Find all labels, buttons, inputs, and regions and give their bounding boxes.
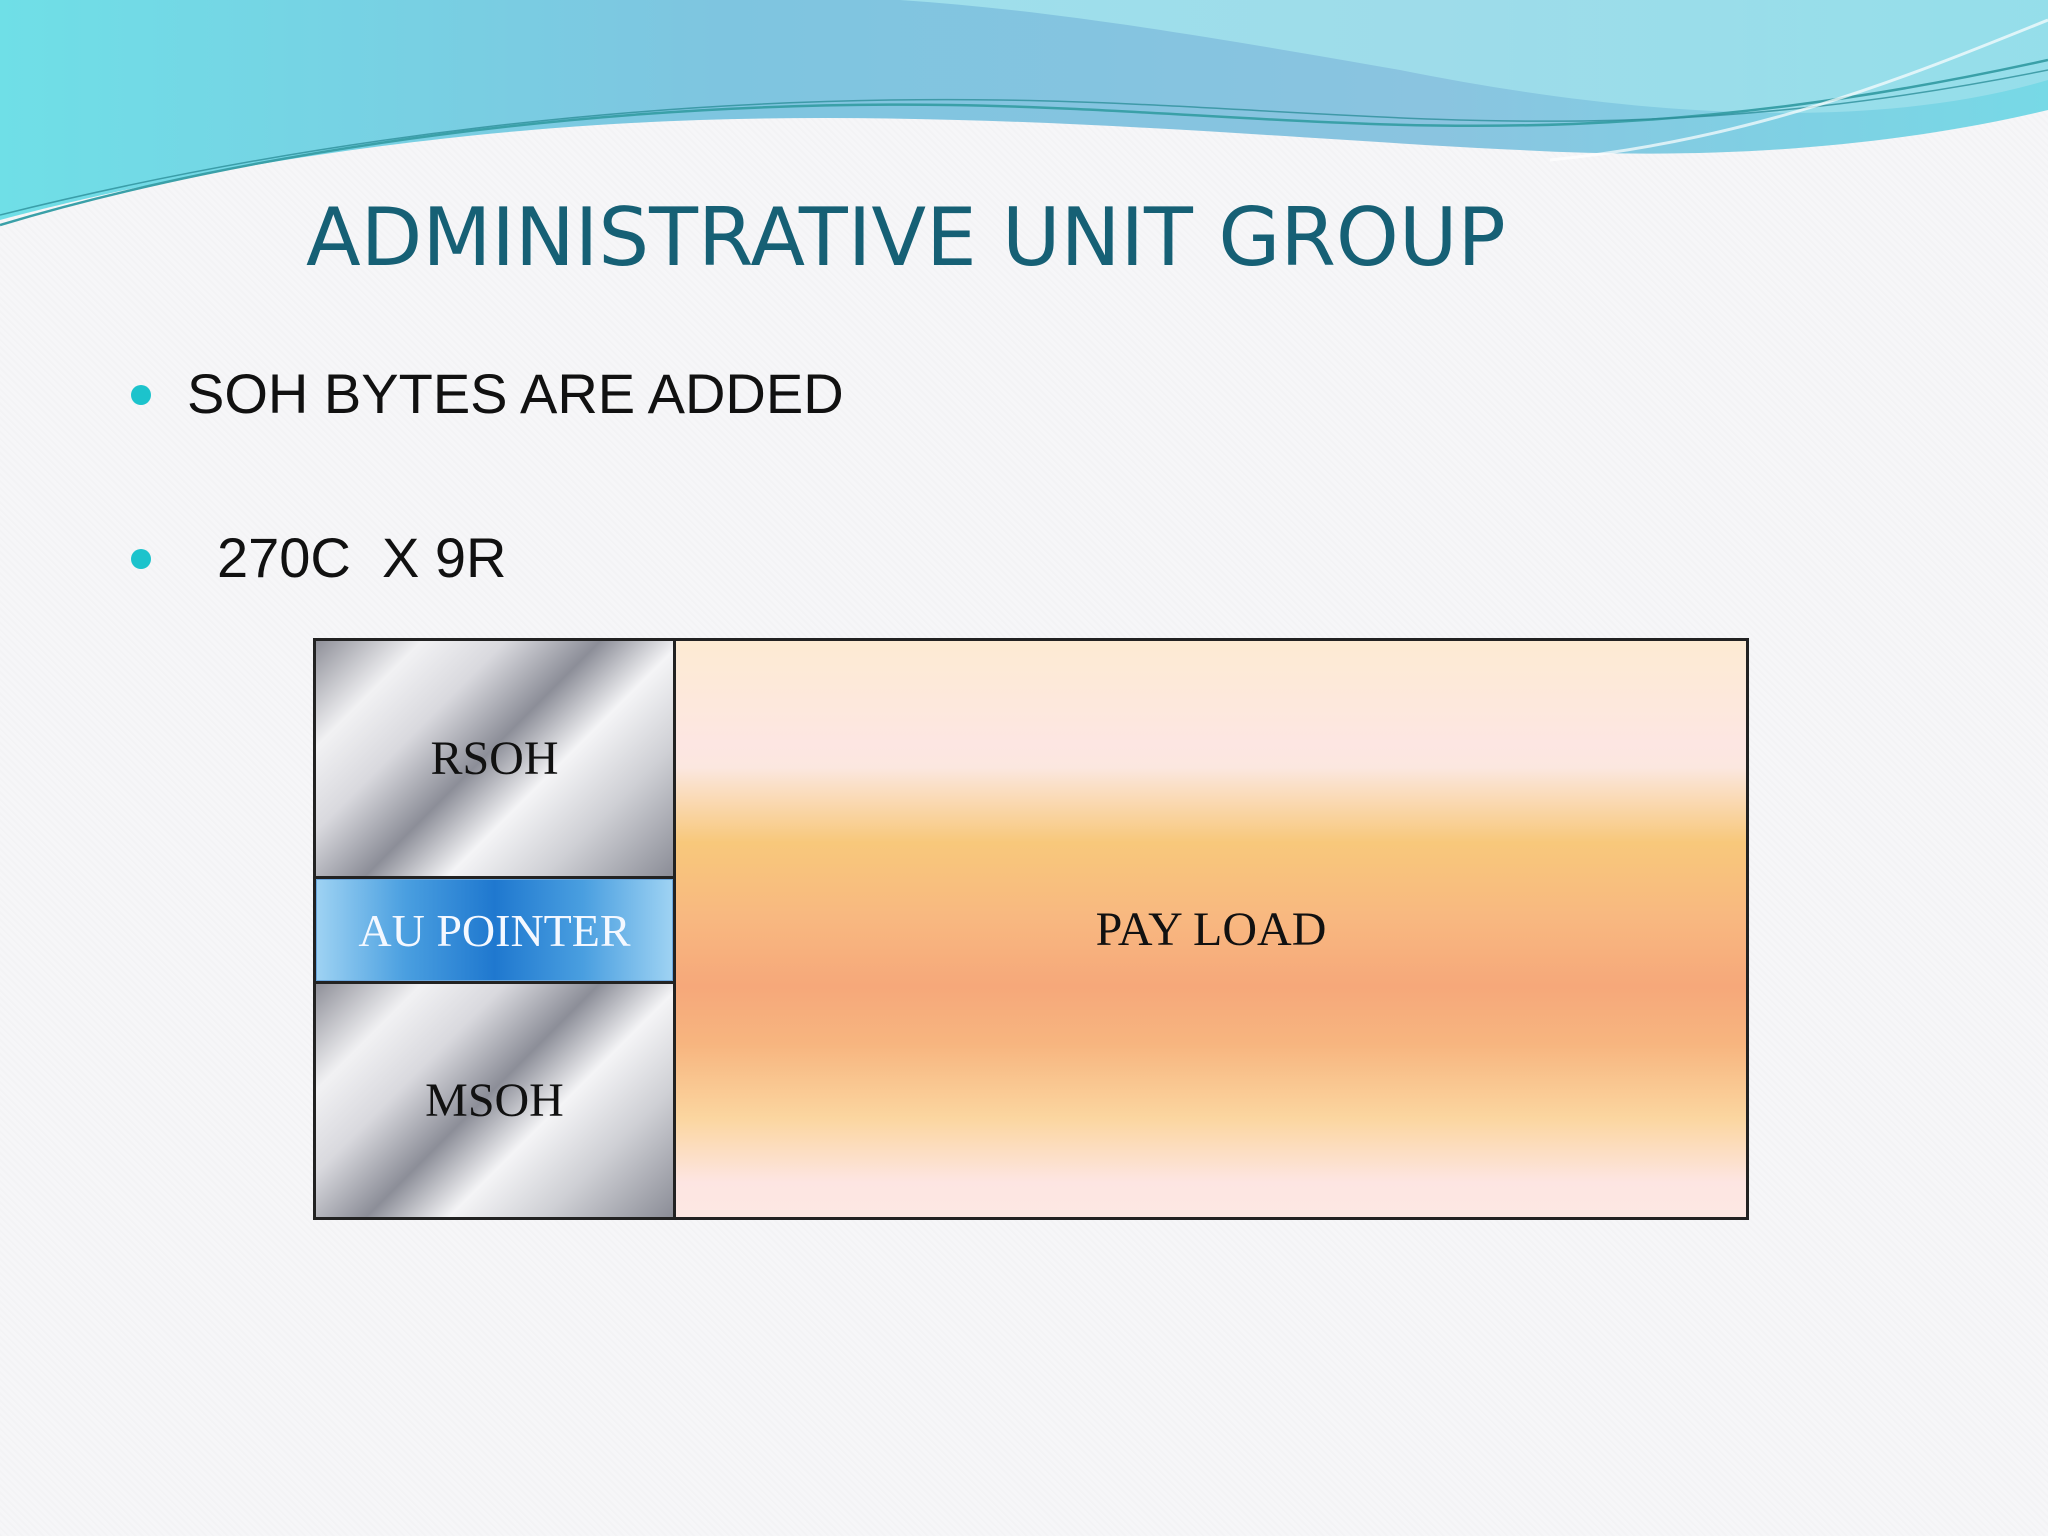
rsoh-block: RSOH [316, 641, 673, 879]
au-pointer-label: AU POINTER [358, 904, 631, 956]
msoh-block: MSOH [316, 981, 673, 1217]
msoh-label: MSOH [425, 1074, 564, 1127]
au-pointer-block: AU POINTER [316, 879, 673, 981]
payload-label: PAY LOAD [1095, 902, 1327, 956]
decorative-wave-header [0, 0, 2048, 227]
payload-block: PAY LOAD [673, 641, 1746, 1217]
slide-title: ADMINISTRATIVE UNIT GROUP [306, 191, 1506, 284]
rsoh-label: RSOH [430, 732, 559, 785]
au-group-frame-diagram: RSOH AU POINTER MSOH PAY LOAD [313, 638, 1749, 1220]
